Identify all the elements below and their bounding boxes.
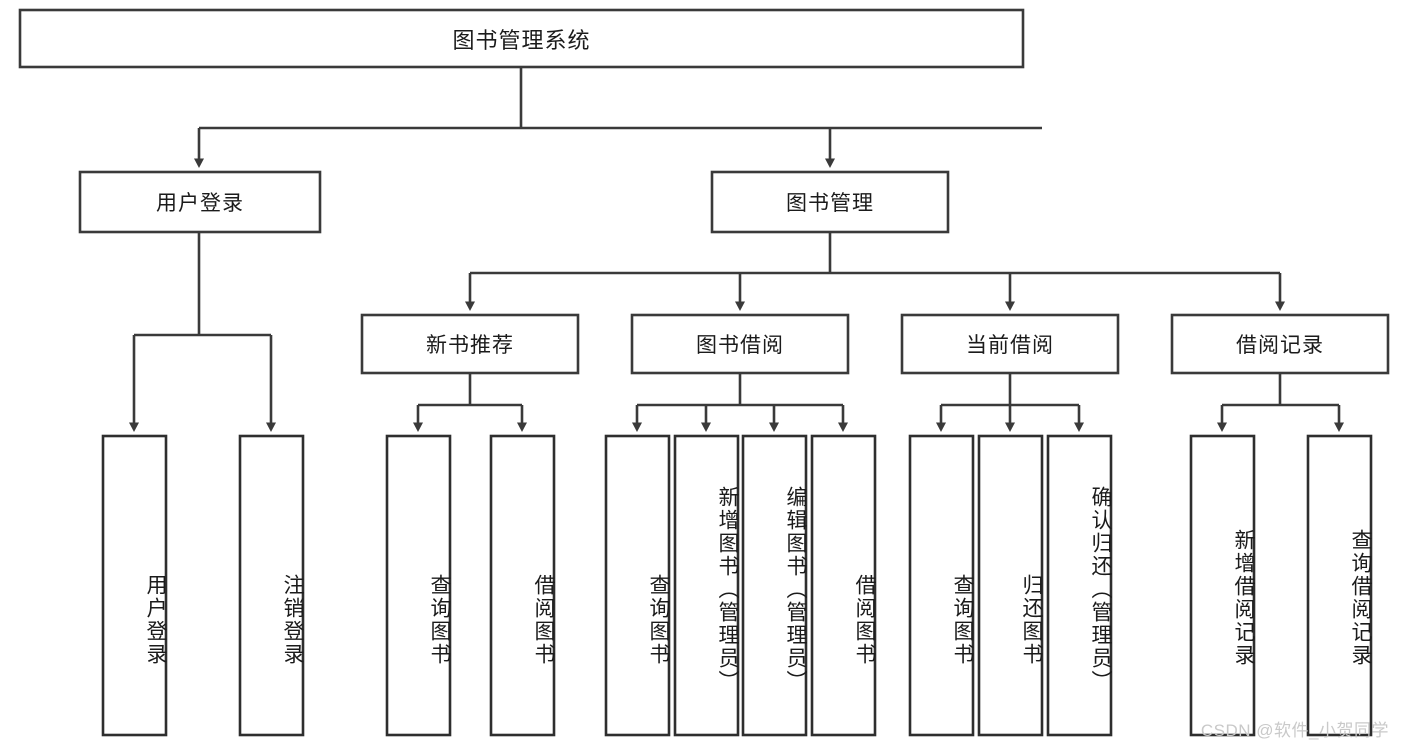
node-new-book-recommend[interactable] <box>360 313 580 375</box>
leaf-box-query-book-current[interactable] <box>908 434 975 737</box>
connector-current-to-leaves <box>936 373 1084 432</box>
csdn-watermark: CSDN @软件_小贺同学 <box>1200 721 1389 740</box>
leaf-label-query-book-current: 查询图书 <box>951 574 974 666</box>
connector-newbook-to-leaves <box>413 373 527 432</box>
node-current-borrow[interactable] <box>900 313 1120 375</box>
leaf-label-query-book-new: 查询图书 <box>428 574 451 666</box>
leaf-label-query-book-borrow: 查询图书 <box>647 574 670 666</box>
connector-borrow-to-leaves <box>632 373 848 432</box>
leaf-label-add-book-admin: 新增图书（管理员） <box>716 486 739 693</box>
leaf-box-add-record[interactable] <box>1189 434 1256 737</box>
leaf-label-return-book: 归还图书 <box>1020 574 1043 666</box>
leaf-label-borrow-book-new: 借阅图书 <box>532 574 555 666</box>
leaf-label-logout: 注销登录 <box>281 574 304 666</box>
leaf-label-add-record: 新增借阅记录 <box>1232 528 1255 667</box>
node-borrow-record[interactable] <box>1170 313 1390 375</box>
connector-root-to-level1 <box>194 67 1042 168</box>
leaf-label-edit-book-admin: 编辑图书（管理员） <box>784 486 807 693</box>
leaf-box-query-book-borrow[interactable] <box>604 434 671 737</box>
leaf-box-edit-book-admin[interactable] <box>741 434 808 737</box>
leaf-box-confirm-return-admin[interactable] <box>1046 434 1113 737</box>
node-book-management[interactable] <box>710 170 950 234</box>
node-book-borrow[interactable] <box>630 313 850 375</box>
leaf-box-query-book-new[interactable] <box>385 434 452 737</box>
leaf-label-user-login: 用户登录 <box>144 574 167 666</box>
leaf-box-query-record[interactable] <box>1306 434 1373 737</box>
leaf-box-return-book[interactable] <box>977 434 1044 737</box>
leaf-label-confirm-return-admin: 确认归还（管理员） <box>1089 486 1112 693</box>
leaf-box-borrow-book-new[interactable] <box>489 434 556 737</box>
leaf-box-user-login[interactable] <box>101 434 168 737</box>
leaf-box-borrow-book[interactable] <box>810 434 877 737</box>
leaf-box-add-book-admin[interactable] <box>673 434 740 737</box>
leaf-label-query-record: 查询借阅记录 <box>1349 528 1372 667</box>
connector-bookmgmt-to-level2 <box>465 232 1285 311</box>
leaf-box-logout[interactable] <box>238 434 305 737</box>
node-root[interactable] <box>18 8 1025 69</box>
node-user-login[interactable] <box>78 170 322 234</box>
connector-userlogin-to-leaves <box>129 232 276 432</box>
connector-record-to-leaves <box>1217 373 1344 432</box>
leaf-label-borrow-book: 借阅图书 <box>853 574 876 666</box>
